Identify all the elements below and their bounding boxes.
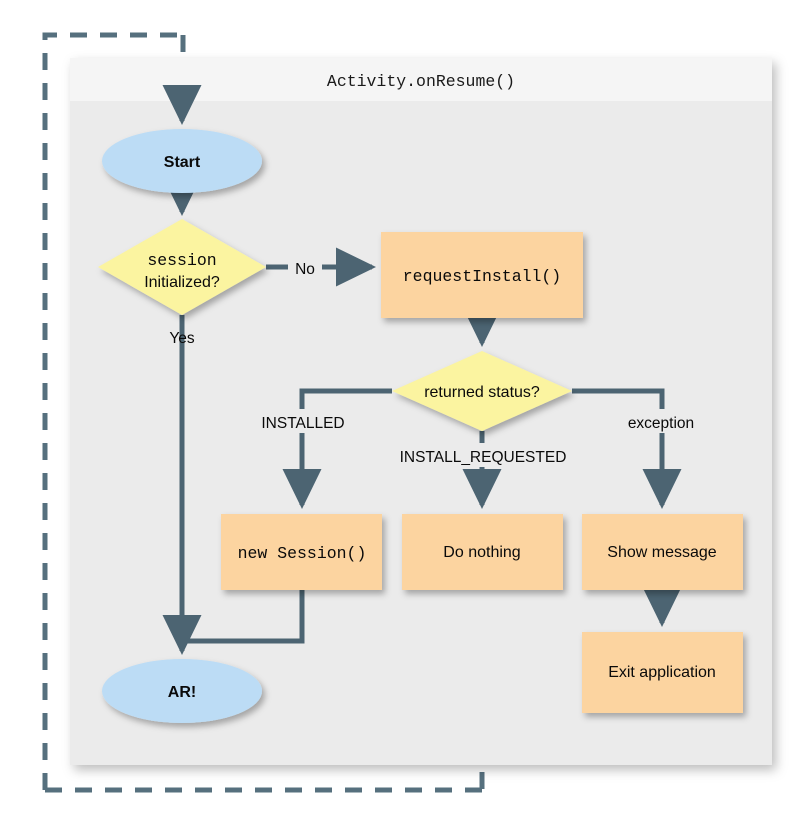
node-new-session-label: new Session() <box>238 544 367 563</box>
edge-label-no-backing <box>288 255 322 279</box>
panel-title: Activity.onResume() <box>327 72 515 91</box>
node-ar[interactable]: AR! <box>102 659 262 723</box>
node-show-message[interactable]: Show message <box>582 514 743 590</box>
edge-label-installed: INSTALLED <box>261 415 344 432</box>
node-request-install-label: requestInstall() <box>403 267 561 286</box>
node-exit-application[interactable]: Exit application <box>582 632 743 713</box>
node-returned-status[interactable]: returned status? <box>392 351 572 431</box>
edge-status-exception <box>572 388 682 510</box>
edge-label-yes: Yes <box>169 330 195 347</box>
node-session-initialized-label-line2: Initialized? <box>144 274 220 291</box>
node-request-install[interactable]: requestInstall() <box>381 232 583 318</box>
node-session-initialized[interactable]: session Initialized? <box>98 219 266 315</box>
node-do-nothing[interactable]: Do nothing <box>402 514 563 590</box>
node-new-session[interactable]: new Session() <box>221 514 382 590</box>
edge-label-exception: exception <box>628 415 694 432</box>
edge-status-installed <box>282 388 392 510</box>
edge-label-exception-backing <box>617 409 703 433</box>
node-show-message-label: Show message <box>607 544 716 561</box>
node-session-initialized-label-line1: session <box>147 251 216 270</box>
edge-label-no: No <box>295 261 315 278</box>
node-exit-application-label: Exit application <box>608 664 716 681</box>
edge-label-installed-backing <box>249 409 359 433</box>
node-returned-status-label: returned status? <box>424 384 540 401</box>
edge-label-install-requested: INSTALL_REQUESTED <box>400 449 567 466</box>
edge-new-session-to-ar <box>182 590 305 644</box>
node-ar-label: AR! <box>168 684 196 701</box>
edge-label-install-requested-backing <box>381 443 585 467</box>
node-start[interactable]: Start <box>102 129 262 193</box>
node-do-nothing-label: Do nothing <box>443 544 520 561</box>
edge-label-layer: No Yes INSTALLED INSTALL_REQUESTED excep… <box>169 255 703 467</box>
node-start-label: Start <box>164 154 201 171</box>
